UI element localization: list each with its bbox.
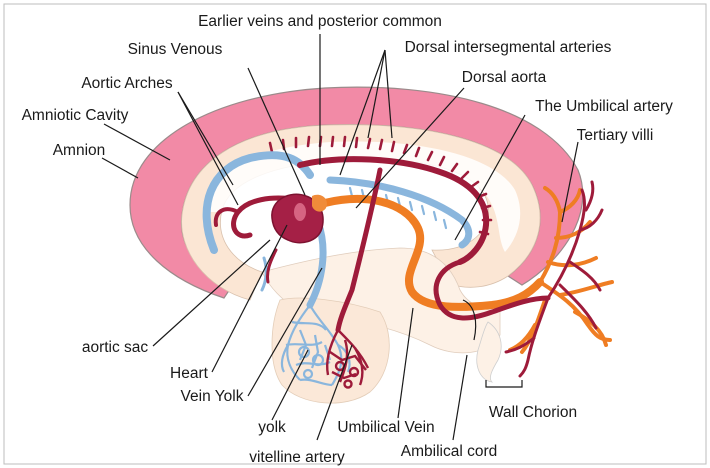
label-tertiary-villi: Tertiary villi [577,127,654,144]
label-wall-chorion: Wall Chorion [489,404,577,421]
label-earlier-veins: Earlier veins and posterior common [198,13,442,30]
label-ambilical-cord: Ambilical cord [401,443,497,460]
label-amniotic-cavity: Amniotic Cavity [22,107,129,124]
label-dorsal-aorta: Dorsal aorta [462,69,547,86]
label-heart: Heart [170,365,209,382]
label-umbilical-vein: Umbilical Vein [337,419,434,436]
label-aortic-arches: Aortic Arches [81,75,173,92]
label-vitelline-artery: vitelline artery [249,449,345,466]
label-aortic-sac: aortic sac [82,339,149,356]
label-umbilical-artery: The Umbilical artery [535,98,673,115]
heart-group [272,194,327,242]
label-amnion: Amnion [53,142,106,159]
label-yolk: yolk [258,419,286,436]
label-vein-yolk: Vein Yolk [181,388,244,405]
label-dorsal-intersegmental: Dorsal intersegmental arteries [405,39,612,56]
label-sinus-venous: Sinus Venous [128,41,223,58]
